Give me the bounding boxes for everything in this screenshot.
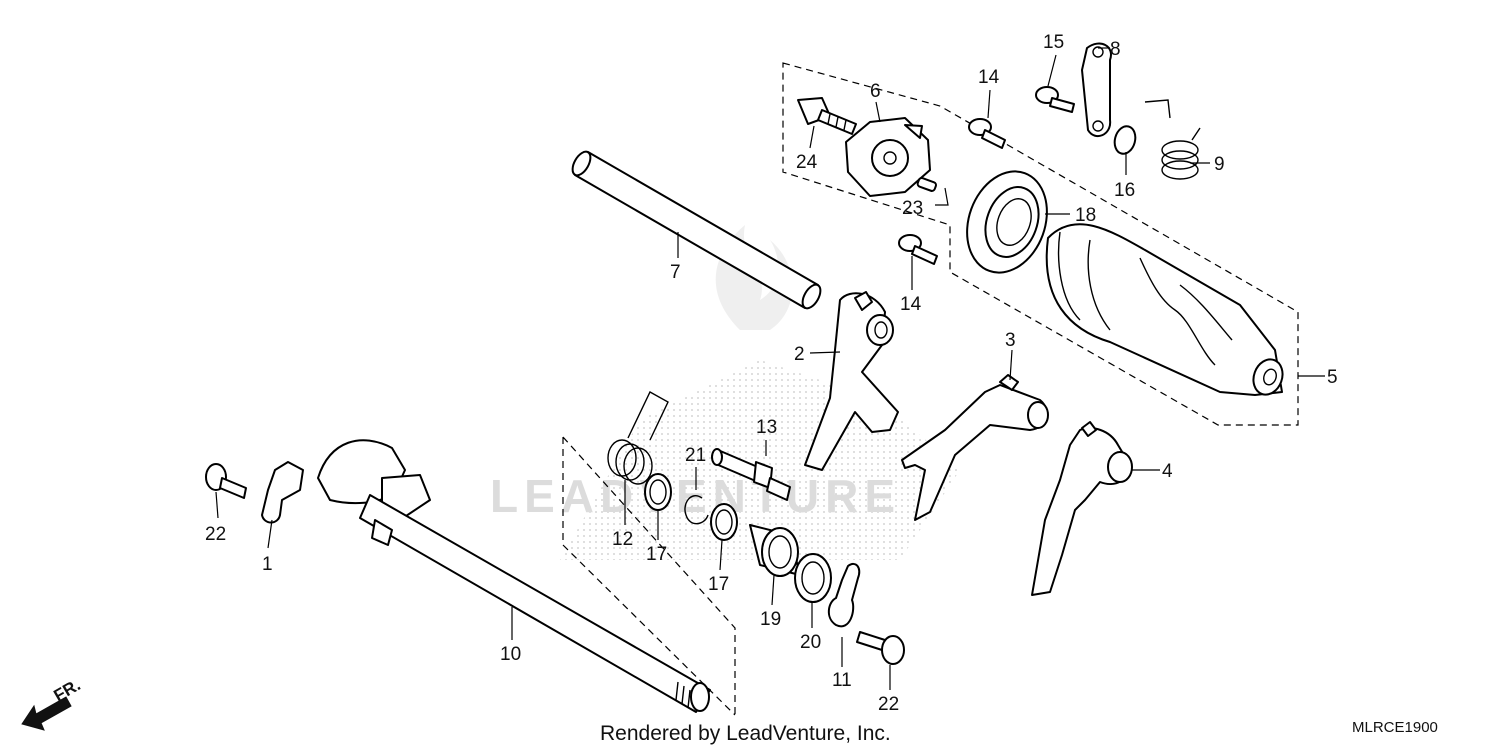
callout-8: 8 (1110, 39, 1121, 60)
leader-lines (215, 47, 1325, 690)
shift-fork-3 (901, 374, 1049, 521)
washer-16 (1113, 125, 1137, 155)
bearing-18 (966, 170, 1048, 274)
guide-pin (711, 448, 791, 501)
drum-center (845, 117, 931, 197)
callout-2: 2 (794, 344, 805, 365)
callout-20: 20 (800, 632, 821, 653)
callout-22-left: 22 (205, 524, 226, 545)
front-direction-arrow: FR. (21, 675, 84, 731)
callout-24: 24 (796, 152, 818, 173)
return-spring (607, 391, 669, 485)
callout-1: 1 (262, 554, 273, 575)
bolt-14-upper (968, 118, 1006, 149)
shift-fork-2 (804, 291, 899, 471)
diagram-code: MLRCE1900 (1352, 719, 1438, 736)
shift-spindle-group-outline (562, 436, 736, 716)
shift-fork-4 (1031, 421, 1133, 596)
callout-13: 13 (756, 417, 777, 438)
callout-22-right: 22 (878, 694, 899, 715)
callout-17-upper: 17 (646, 544, 667, 565)
callout-12: 12 (612, 529, 633, 550)
washer-17-lower (710, 503, 738, 541)
callout-10: 10 (500, 644, 521, 665)
callout-5: 5 (1327, 367, 1338, 388)
bolt-22-left (205, 463, 247, 499)
needle-bearing (749, 524, 801, 577)
callout-15: 15 (1043, 32, 1064, 53)
callout-6: 6 (870, 81, 881, 102)
callout-7: 7 (670, 262, 681, 283)
gearshift-spindle (317, 439, 711, 713)
callout-16: 16 (1114, 180, 1135, 201)
plate-11 (827, 562, 861, 628)
oil-seal (794, 553, 832, 603)
shift-drum (1045, 223, 1284, 396)
snap-ring (684, 495, 709, 525)
callout-23: 23 (902, 198, 923, 219)
bolt-14-lower (898, 234, 938, 265)
callout-11: 11 (832, 670, 852, 691)
stopper-arm (1081, 42, 1112, 138)
callout-17-lower: 17 (708, 574, 729, 595)
callout-19: 19 (760, 609, 781, 630)
callout-4: 4 (1162, 461, 1173, 482)
callout-18: 18 (1075, 205, 1096, 226)
callout-3: 3 (1005, 330, 1016, 351)
bolt-22-right (856, 631, 905, 665)
callout-21: 21 (685, 445, 706, 466)
dowel-pin (916, 177, 937, 192)
front-label: FR. (51, 675, 84, 705)
stopper-spring (1144, 99, 1201, 180)
bracket-1 (261, 461, 304, 524)
shift-drum-group-outline (782, 62, 1299, 426)
callout-14-lower: 14 (900, 294, 922, 315)
bolt-15 (1035, 86, 1075, 113)
bolt-24 (797, 97, 857, 135)
callout-9: 9 (1214, 154, 1225, 175)
fork-shaft (571, 150, 822, 310)
callout-labels: 1 2 3 4 5 6 7 8 9 10 11 12 13 14 14 15 1… (205, 32, 1338, 715)
callout-14-upper: 14 (978, 67, 1000, 88)
footer-credit: Rendered by LeadVenture, Inc. (600, 722, 891, 745)
